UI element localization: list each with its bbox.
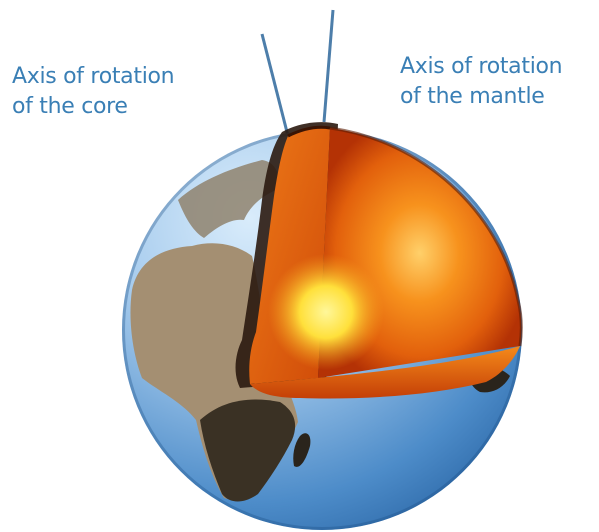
earth-cutaway-interior-icon	[235, 122, 523, 399]
land-southern-africa	[200, 399, 296, 502]
core-axis-label: Axis of rotation of the core	[12, 62, 175, 122]
core-axis-line	[260, 33, 290, 137]
land-europe	[178, 160, 279, 238]
mantle-axis-label: Axis of rotation of the mantle	[400, 52, 563, 112]
inner-core	[268, 254, 384, 370]
land-madagascar	[293, 433, 311, 467]
mantle-axis-label-line-2: of the mantle	[400, 84, 545, 109]
mantle-axis-label-line-1: Axis of rotation	[400, 54, 563, 79]
mantle-floor	[250, 346, 520, 399]
core-axis-label-line-1: Axis of rotation	[12, 64, 175, 89]
mantle-axis-line	[322, 9, 335, 123]
core-axis-label-line-2: of the core	[12, 94, 128, 119]
